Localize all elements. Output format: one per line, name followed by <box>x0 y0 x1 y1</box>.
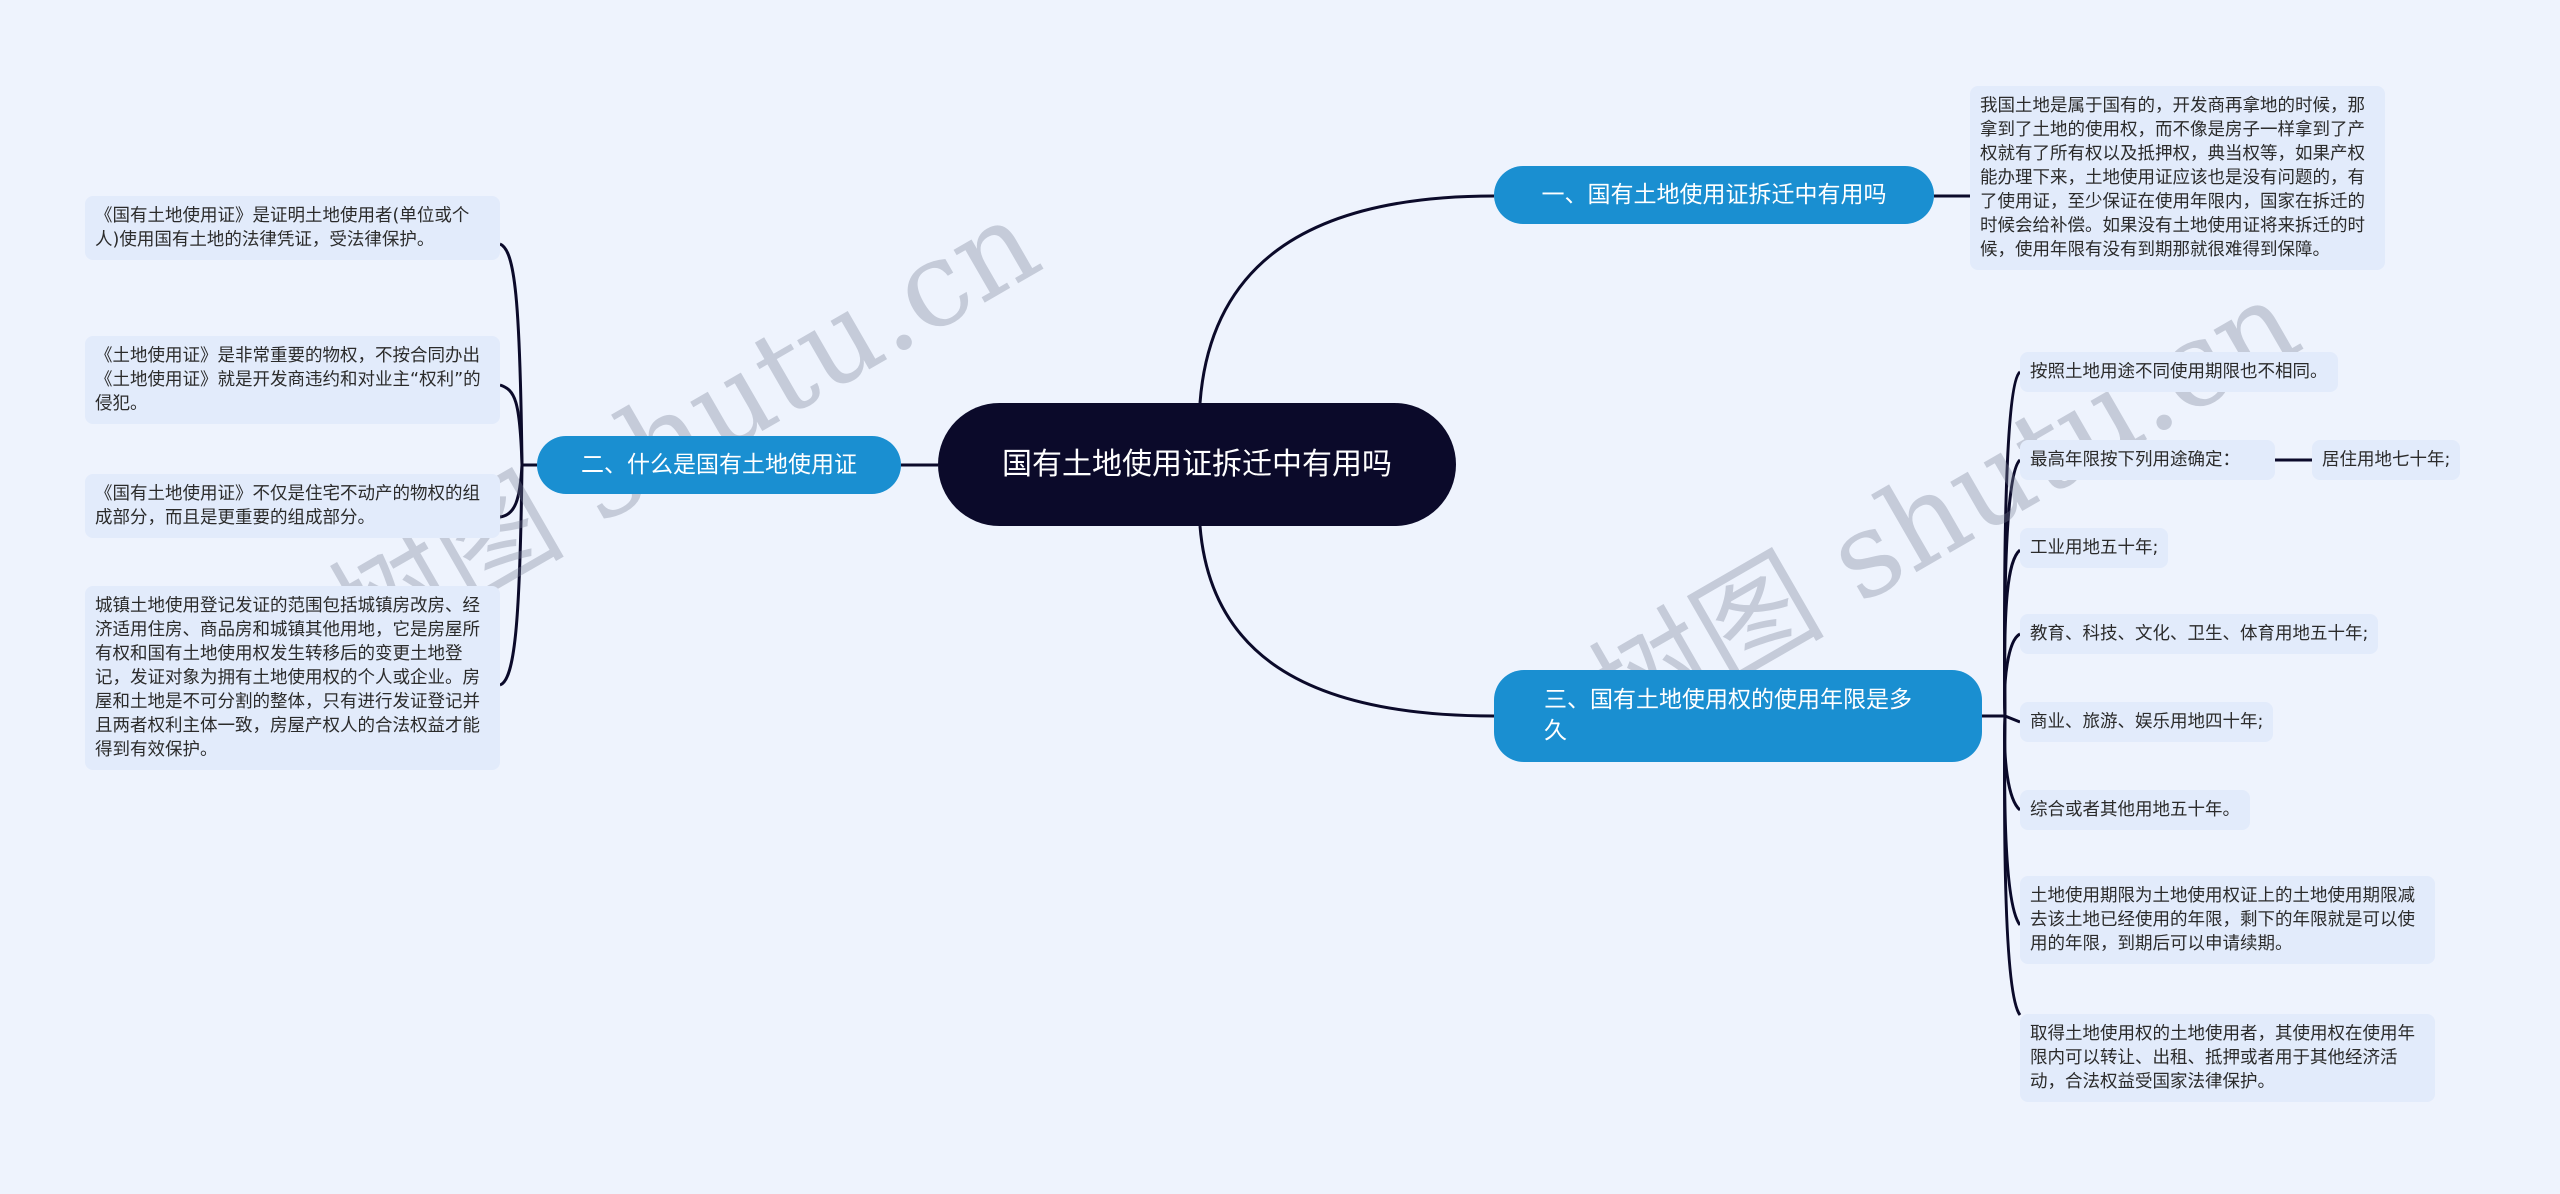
branch-label: 二、什么是国有土地使用证 <box>581 451 857 478</box>
leaf-text: 教育、科技、文化、卫生、体育用地五十年; <box>2030 624 2369 644</box>
central-topic[interactable]: 国有土地使用证拆迁中有用吗 <box>938 403 1456 526</box>
leaf-term-varies[interactable]: 按照土地用途不同使用期限也不相同。 <box>2020 352 2338 392</box>
leaf-text: 取得土地使用权的土地使用者，其使用权在使用年限内可以转让、出租、抵押或者用于其他… <box>2030 1024 2415 1092</box>
leaf-comprehensive-50[interactable]: 综合或者其他用地五十年。 <box>2020 790 2250 830</box>
leaf-transfer-rights[interactable]: 取得土地使用权的土地使用者，其使用权在使用年限内可以转让、出租、抵押或者用于其他… <box>2020 1014 2435 1102</box>
leaf-max-term[interactable]: 最高年限按下列用途确定： <box>2020 440 2275 480</box>
leaf-education-50[interactable]: 教育、科技、文化、卫生、体育用地五十年; <box>2020 614 2379 654</box>
branch-usage-term[interactable]: 三、国有土地使用权的使用年限是多久 <box>1494 670 1982 762</box>
leaf-commercial-40[interactable]: 商业、旅游、娱乐用地四十年; <box>2020 702 2274 742</box>
central-topic-label: 国有土地使用证拆迁中有用吗 <box>1002 446 1392 482</box>
leaf-residential-70[interactable]: 居住用地七十年; <box>2312 440 2461 480</box>
leaf-text: 土地使用期限为土地使用权证上的土地使用期限减去该土地已经使用的年限，剩下的年限就… <box>2030 886 2415 954</box>
leaf-remaining-term[interactable]: 土地使用期限为土地使用权证上的土地使用期限减去该土地已经使用的年限，剩下的年限就… <box>2020 876 2435 964</box>
leaf-definition[interactable]: 《国有土地使用证》是证明土地使用者(单位或个人)使用国有土地的法律凭证，受法律保… <box>85 196 500 260</box>
leaf-property-right[interactable]: 《土地使用证》是非常重要的物权，不按合同办出《土地使用证》就是开发商违约和对业主… <box>85 336 500 424</box>
leaf-industrial-50[interactable]: 工业用地五十年; <box>2020 528 2169 568</box>
leaf-text: 《国有土地使用证》不仅是住宅不动产的物权的组成部分，而且是更重要的组成部分。 <box>95 484 480 528</box>
leaf-text: 《土地使用证》是非常重要的物权，不按合同办出《土地使用证》就是开发商违约和对业主… <box>95 346 481 414</box>
leaf-component[interactable]: 《国有土地使用证》不仅是住宅不动产的物权的组成部分，而且是更重要的组成部分。 <box>85 474 500 538</box>
leaf-text: 居住用地七十年; <box>2322 450 2451 470</box>
leaf-text: 按照土地用途不同使用期限也不相同。 <box>2030 362 2328 382</box>
branch-label: 一、国有土地使用证拆迁中有用吗 <box>1541 181 1887 208</box>
leaf-text: 最高年限按下列用途确定： <box>2030 450 2240 470</box>
leaf-text: 《国有土地使用证》是证明土地使用者(单位或个人)使用国有土地的法律凭证，受法律保… <box>95 206 470 250</box>
branch-usefulness-in-demolition[interactable]: 一、国有土地使用证拆迁中有用吗 <box>1494 166 1934 224</box>
leaf-text: 工业用地五十年; <box>2030 538 2159 558</box>
leaf-text: 商业、旅游、娱乐用地四十年; <box>2030 712 2264 732</box>
leaf-text: 综合或者其他用地五十年。 <box>2030 800 2240 820</box>
leaf-text: 城镇土地使用登记发证的范围包括城镇房改房、经济适用住房、商品房和城镇其他用地，它… <box>95 596 480 760</box>
leaf-text: 我国土地是属于国有的，开发商再拿地的时候，那拿到了土地的使用权，而不像是房子一样… <box>1980 96 2365 260</box>
branch-label: 三、国有土地使用权的使用年限是多久 <box>1544 687 1912 744</box>
leaf-registration-scope[interactable]: 城镇土地使用登记发证的范围包括城镇房改房、经济适用住房、商品房和城镇其他用地，它… <box>85 586 500 770</box>
leaf-usefulness-explanation[interactable]: 我国土地是属于国有的，开发商再拿地的时候，那拿到了土地的使用权，而不像是房子一样… <box>1970 86 2385 270</box>
branch-what-is-land-certificate[interactable]: 二、什么是国有土地使用证 <box>537 436 901 494</box>
